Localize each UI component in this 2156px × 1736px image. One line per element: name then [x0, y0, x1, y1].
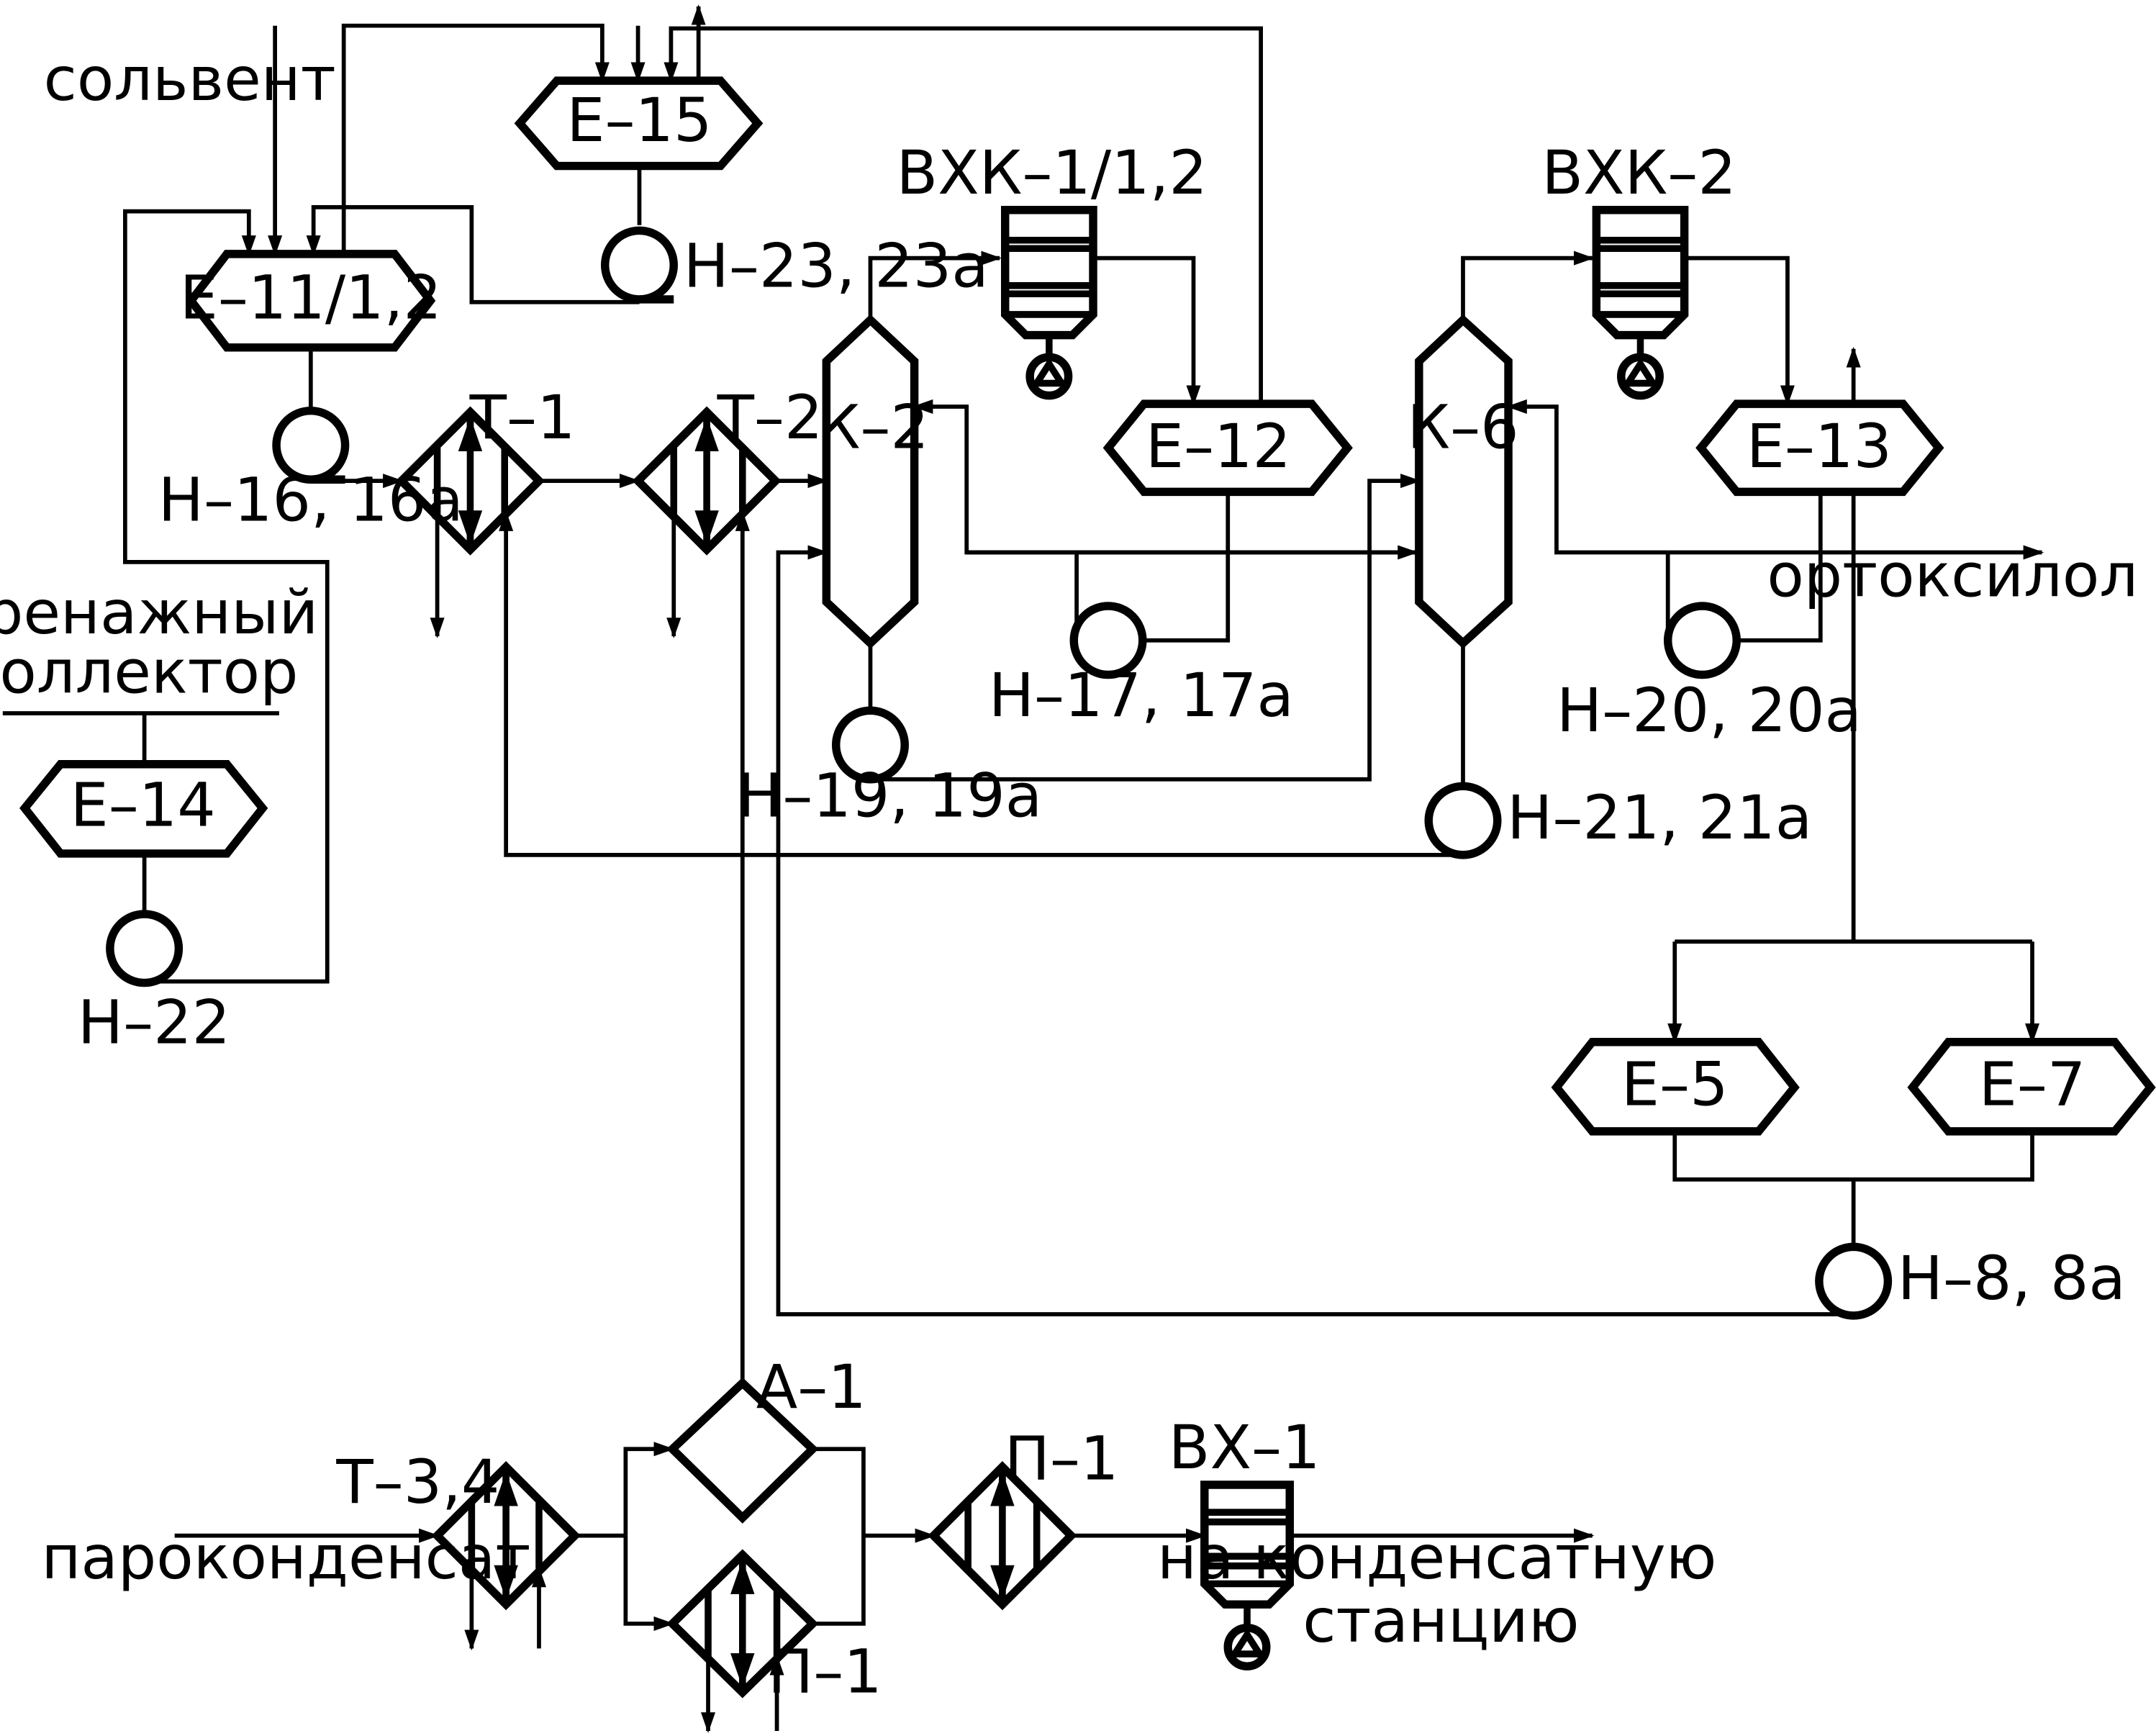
- vhk2-to-e13-line: [1685, 256, 1795, 406]
- columns: К–2 К–6: [817, 314, 1519, 649]
- condenser-vh1-label: ВХ–1: [1169, 1412, 1321, 1483]
- vessel-e11[interactable]: Е–11/1,2: [180, 250, 442, 352]
- vhk1-to-e12-line: [1093, 256, 1201, 406]
- adsorber-a1[interactable]: А–1: [666, 1352, 866, 1524]
- vessel-e13[interactable]: Е–13: [1695, 399, 1944, 497]
- pipelines: [2, 4, 2044, 1733]
- vessel-e15[interactable]: Е–15: [514, 76, 764, 171]
- vessel-e12[interactable]: Е–12: [1102, 399, 1353, 497]
- vessel-e15-label: Е–15: [566, 85, 712, 155]
- condenser-vhk2[interactable]: ВХК–2: [1541, 137, 1736, 400]
- pump-h21-label: Н–21, 21а: [1507, 782, 1812, 853]
- solvent-label: сольвент: [44, 44, 336, 114]
- pumps: Н–23, 23а Н–16, 16а Н–17, 17а Н–19, 19а …: [78, 226, 2126, 1320]
- exchanger-t34-label: Т–3,4: [335, 1447, 499, 1517]
- vessels: Е–15 Е–11/1,2 Е–12 Е–13 Е–14 Е–5 Е–7: [19, 76, 2156, 1136]
- pump-h19-label: Н–19, 19а: [737, 760, 1042, 831]
- exchanger-t2-label: Т–2: [717, 382, 823, 453]
- condenser-vh1[interactable]: ВХ–1: [1169, 1412, 1321, 1671]
- storage-collect-line: [1672, 1131, 2034, 1182]
- to-condensate-station-label-line1: на конденсатную: [1157, 1522, 1716, 1593]
- adsorber-a1-label: А–1: [756, 1352, 866, 1422]
- exchanger-t34[interactable]: Т–3,4: [335, 1447, 581, 1611]
- pump-h23-label: Н–23, 23а: [684, 231, 989, 302]
- k2-to-vhk1-line: [868, 250, 1002, 320]
- orthoxylene-label: ортоксилол: [1767, 541, 2138, 611]
- pump-h16[interactable]: Н–16, 16а: [158, 406, 463, 535]
- e12-to-h17-line: [1141, 492, 1231, 643]
- heater-p1-top[interactable]: П–1: [928, 1423, 1119, 1611]
- exchanger-t1[interactable]: Т–1: [395, 382, 576, 556]
- h19-to-k6-line: [870, 474, 1421, 782]
- pump-h20-label: Н–20, 20а: [1557, 675, 1862, 746]
- condenser-vhk1-label: ВХК–1/1,2: [896, 137, 1207, 208]
- h23-to-e11-line: [306, 205, 640, 304]
- condensers: ВХК–1/1,2 ВХК–2 ВХ–1: [896, 137, 1736, 1671]
- column-k2-label: К–2: [817, 392, 929, 462]
- exchanger-t1-label: Т–1: [469, 382, 576, 453]
- drain-collector-label-line2: коллектор: [0, 636, 298, 707]
- merge-upper-line: [812, 1447, 866, 1626]
- pump-h20[interactable]: Н–20, 20а: [1557, 602, 1862, 746]
- column-k6-label: К–6: [1407, 392, 1518, 462]
- drain-collector-label-line1: дренажный: [0, 577, 318, 648]
- vessel-e5-label: Е–5: [1621, 1049, 1729, 1120]
- split-lower-line: [623, 1535, 675, 1631]
- pump-h8-label: Н–8, 8а: [1898, 1243, 2126, 1314]
- vessel-e5[interactable]: Е–5: [1551, 1037, 1800, 1136]
- e13-to-h20-line: [1735, 492, 1823, 643]
- column-k2[interactable]: К–2: [817, 314, 929, 649]
- vessel-e14[interactable]: Е–14: [19, 760, 268, 858]
- steam-condensate-label: пароконденсат: [41, 1522, 530, 1593]
- condenser-vhk2-label: ВХК–2: [1541, 137, 1736, 208]
- pump-h16-label: Н–16, 16а: [158, 465, 463, 535]
- h21-return-line: [499, 510, 1463, 857]
- e11-vent-to-e15-line: [341, 23, 610, 254]
- vessel-e12-label: Е–12: [1146, 411, 1291, 482]
- pump-h17[interactable]: Н–17, 17а: [989, 602, 1294, 731]
- k6-reflux-line: [1506, 399, 1668, 555]
- pump-h22[interactable]: Н–22: [78, 910, 230, 1058]
- pump-h19[interactable]: Н–19, 19а: [737, 706, 1042, 831]
- vessel-e7-label: Е–7: [1979, 1049, 2086, 1120]
- stream-labels: сольвент дренажный коллектор ортоксилол …: [0, 44, 2138, 1656]
- vessel-e7[interactable]: Е–7: [1907, 1037, 2156, 1136]
- exchanger-t2[interactable]: Т–2: [632, 382, 823, 556]
- split-upper-line: [623, 1442, 675, 1536]
- h8-return-line: [776, 545, 1854, 1316]
- heat-exchangers: Т–1 Т–2 Т–3,4 П–1 П–1: [335, 382, 1118, 1707]
- pump-h22-label: Н–22: [78, 987, 230, 1058]
- to-condensate-station-label-line2: станцию: [1303, 1586, 1579, 1656]
- pump-h23[interactable]: Н–23, 23а: [600, 226, 989, 304]
- heater-p1-top-label: П–1: [1005, 1423, 1119, 1493]
- heater-p1-bottom[interactable]: П–1: [666, 1549, 882, 1706]
- vessel-e13-label: Е–13: [1747, 411, 1892, 482]
- e12-to-e15-line: [663, 26, 1263, 404]
- k6-to-vhk2-line: [1461, 250, 1595, 320]
- heater-p1-bottom-label: П–1: [768, 1636, 882, 1706]
- pump-h17-label: Н–17, 17а: [989, 660, 1294, 731]
- condenser-vhk1[interactable]: ВХК–1/1,2: [896, 137, 1208, 400]
- vessel-e14-label: Е–14: [71, 770, 216, 841]
- pump-h21[interactable]: Н–21, 21а: [1424, 782, 1812, 859]
- pump-h8[interactable]: Н–8, 8а: [1815, 1242, 2126, 1320]
- column-k6[interactable]: К–6: [1407, 314, 1519, 649]
- drain-return-line: [123, 209, 330, 984]
- vessel-e11-label: Е–11/1,2: [180, 263, 442, 333]
